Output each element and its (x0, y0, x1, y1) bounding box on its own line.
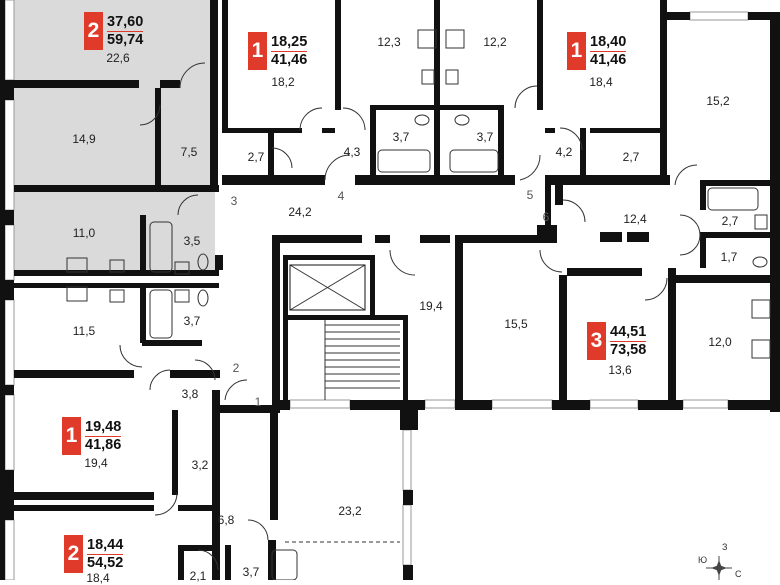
room-area: 11,0 (72, 226, 96, 240)
room-area: 3,2 (191, 458, 209, 472)
rooms-count: 2 (64, 535, 83, 573)
room-area: 3,7 (242, 565, 260, 579)
door-number: 5 (526, 188, 534, 202)
room-area: 2,1 (189, 569, 207, 583)
stove (66, 257, 88, 273)
rooms-count: 1 (248, 32, 267, 70)
compass-rose (706, 556, 732, 580)
room-area: 18,4 (589, 75, 613, 89)
living-area: 18,25 (271, 33, 308, 50)
toilet (197, 289, 209, 307)
compass-east: С (735, 569, 742, 579)
room-area: 12,3 (377, 35, 401, 49)
door-number: 6 (542, 210, 550, 224)
sink (109, 259, 125, 273)
sink (174, 261, 190, 275)
room-area: 6,8 (217, 513, 235, 527)
door-number: 1 (254, 395, 262, 409)
stove (445, 29, 465, 49)
elevator (289, 264, 366, 311)
door-number: 3 (230, 194, 238, 208)
room-area: 12,4 (623, 212, 647, 226)
rooms-count: 1 (62, 417, 81, 455)
room-area: 22,6 (106, 51, 130, 65)
room-area: 4,3 (343, 145, 361, 159)
room-area: 15,5 (504, 317, 528, 331)
bathtub (149, 289, 173, 339)
room-area: 13,6 (608, 363, 632, 377)
bathtub (149, 221, 173, 273)
stove (751, 299, 771, 319)
rooms-count: 1 (567, 32, 586, 70)
room-area: 3,7 (476, 130, 494, 144)
room-area: 2,7 (247, 150, 265, 164)
stove (417, 29, 437, 49)
sink (421, 69, 435, 85)
stairs (324, 320, 400, 400)
living-area: 18,44 (87, 536, 124, 553)
compass-north: З (722, 542, 728, 552)
windows (4, 0, 749, 580)
total-area: 59,74 (107, 30, 144, 48)
room-area: 12,2 (483, 35, 507, 49)
room-area: 19,4 (419, 299, 443, 313)
room-area: 4,2 (555, 145, 573, 159)
room-area: 2,7 (721, 214, 739, 228)
sink (754, 214, 768, 230)
room-area: 3,8 (181, 387, 199, 401)
room-area: 23,2 (338, 504, 362, 518)
living-area: 44,51 (610, 323, 647, 340)
total-area: 73,58 (610, 340, 647, 358)
total-area: 41,46 (271, 50, 308, 68)
room-area: 3,5 (183, 234, 201, 248)
room-area: 24,2 (288, 205, 312, 219)
total-area: 41,86 (85, 435, 122, 453)
bathtub (271, 549, 298, 580)
room-area: 3,7 (392, 130, 410, 144)
room-area: 14,9 (72, 132, 96, 146)
room-area: 15,2 (706, 94, 730, 108)
living-area: 19,48 (85, 418, 122, 435)
total-area: 41,46 (590, 50, 627, 68)
bathtub (377, 149, 431, 173)
room-area: 2,7 (622, 150, 640, 164)
bathtub (707, 187, 759, 211)
door-number: 2 (232, 361, 240, 375)
room-area: 3,7 (183, 314, 201, 328)
sink (174, 289, 190, 303)
room-area: 11,5 (72, 324, 96, 338)
sink (445, 69, 459, 85)
room-area: 1,7 (720, 250, 738, 264)
stove (751, 339, 771, 359)
room-area: 18,2 (271, 75, 295, 89)
sink (109, 289, 125, 303)
living-area: 18,40 (590, 33, 627, 50)
room-area: 19,4 (84, 456, 108, 470)
fixtures (66, 29, 771, 580)
bathtub (449, 149, 499, 173)
toilet (752, 256, 768, 268)
room-area: 12,0 (708, 335, 732, 349)
rooms-count: 2 (84, 12, 103, 50)
toilet (197, 253, 209, 271)
stove (66, 286, 88, 302)
room-area: 18,4 (86, 571, 110, 585)
living-area: 37,60 (107, 13, 144, 30)
toilet (454, 114, 470, 126)
room-area: 7,5 (180, 145, 198, 159)
compass-west: Ю (698, 555, 708, 565)
apartment-2-highlight[interactable] (14, 0, 215, 275)
door-number: 4 (337, 189, 345, 203)
rooms-count: 3 (587, 322, 606, 360)
total-area: 54,52 (87, 553, 124, 571)
toilet (414, 114, 430, 126)
